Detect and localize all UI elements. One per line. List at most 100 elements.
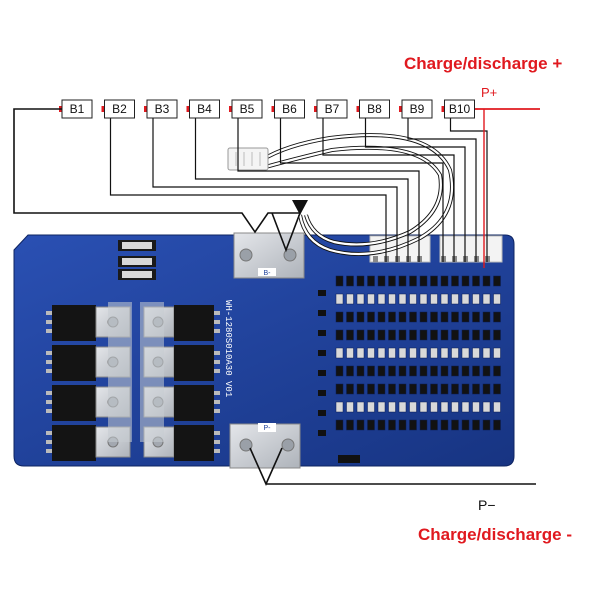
charge-plus-label: Charge/discharge + xyxy=(404,54,562,73)
temperature-sensor-wire xyxy=(227,133,454,256)
smd-part xyxy=(482,347,491,359)
smd-part xyxy=(461,275,470,287)
terminal-stub xyxy=(271,106,276,112)
smd-part xyxy=(461,293,470,305)
smd-part xyxy=(388,311,396,323)
smd-part xyxy=(335,419,344,431)
smd-part xyxy=(367,275,375,287)
smd-part xyxy=(318,410,326,416)
smd-part xyxy=(472,275,480,287)
mosfet xyxy=(174,305,214,341)
smd-part xyxy=(346,347,354,359)
cell-terminal-b7: B7 xyxy=(314,99,348,119)
smd-part xyxy=(461,329,470,341)
smd-part xyxy=(356,275,365,287)
balance-connector-right xyxy=(439,235,503,263)
smd-part xyxy=(472,329,480,341)
smd-part xyxy=(430,419,438,431)
cell-terminal-b1: B1 xyxy=(59,99,93,119)
balance-wire xyxy=(364,118,466,262)
p-minus-wire xyxy=(249,447,536,486)
smd-part xyxy=(482,329,491,341)
bus-strip xyxy=(108,302,132,442)
smd-part xyxy=(493,311,501,323)
mosfet-leg xyxy=(214,409,220,413)
smd-part xyxy=(318,430,326,436)
smd-part xyxy=(335,401,344,413)
smd-part xyxy=(451,311,459,323)
cell-balance-wires xyxy=(109,108,488,262)
smd-part xyxy=(367,347,375,359)
smd-part xyxy=(356,311,365,323)
terminal-stub xyxy=(229,106,233,112)
smd-part xyxy=(482,419,491,431)
p-minus-pad: P- xyxy=(229,423,301,469)
smd-part xyxy=(377,419,386,431)
smd-part xyxy=(430,347,438,359)
mosfet-leg xyxy=(214,431,220,435)
smd-part xyxy=(398,401,407,413)
smd-part xyxy=(440,311,449,323)
mosfet xyxy=(52,305,96,341)
mosfet-leg xyxy=(46,329,52,333)
smd-part xyxy=(367,293,375,305)
smd-part xyxy=(430,383,438,395)
smd-component-grid xyxy=(318,275,501,436)
balance-wire xyxy=(152,118,398,262)
smd-part xyxy=(451,347,459,359)
smd-part xyxy=(461,401,470,413)
terminal-stub xyxy=(144,106,148,112)
b-minus-mark: B- xyxy=(264,270,272,277)
smd-part xyxy=(367,365,375,377)
terminal-box xyxy=(146,99,178,119)
mosfet-leg xyxy=(46,360,52,364)
smd-part xyxy=(419,401,428,413)
connector-pin xyxy=(373,256,378,262)
mosfet-leg xyxy=(46,320,52,324)
smd-part xyxy=(318,330,326,336)
smd-part xyxy=(318,390,326,396)
smd-part xyxy=(430,293,438,305)
mosfet xyxy=(174,425,214,461)
smd-part xyxy=(409,383,417,395)
smd-part xyxy=(409,401,417,413)
smd-part xyxy=(451,401,459,413)
smd-part xyxy=(346,293,354,305)
smd-part xyxy=(451,275,459,287)
mosfet-leg xyxy=(214,369,220,373)
smd-part xyxy=(318,370,326,376)
mosfet-leg xyxy=(214,320,220,324)
terminal-box xyxy=(274,99,305,119)
smd-part xyxy=(318,350,326,356)
mosfet-leg xyxy=(46,431,52,435)
smd-part xyxy=(419,311,428,323)
smd-part xyxy=(493,293,501,305)
smd-part xyxy=(461,419,470,431)
cell-terminal-b5: B5 xyxy=(229,99,263,119)
smd-part xyxy=(388,347,396,359)
smd-part xyxy=(398,347,407,359)
smd-part xyxy=(440,347,449,359)
smd-part xyxy=(346,365,354,377)
smd-part xyxy=(482,383,491,395)
smd-part xyxy=(388,275,396,287)
terminal-stub xyxy=(314,106,318,112)
smd-part xyxy=(356,329,365,341)
mosfet xyxy=(52,425,96,461)
terminal-label: B4 xyxy=(197,102,212,116)
mosfet-leg xyxy=(214,391,220,395)
bottom-smd xyxy=(338,455,360,463)
cell-terminal-b10: B10 xyxy=(441,99,475,119)
smd-part xyxy=(335,329,344,341)
cell-terminal-b4: B4 xyxy=(186,99,220,119)
mosfet xyxy=(174,385,214,421)
smd-part xyxy=(356,365,365,377)
terminal-box xyxy=(189,99,220,119)
smd-part xyxy=(409,419,417,431)
smd-part xyxy=(367,311,375,323)
terminal-stub xyxy=(441,106,446,112)
smd-part xyxy=(346,275,354,287)
terminal-label: B7 xyxy=(325,102,340,116)
cell-terminal-b6: B6 xyxy=(271,99,305,119)
terminal-label: B2 xyxy=(112,102,127,116)
